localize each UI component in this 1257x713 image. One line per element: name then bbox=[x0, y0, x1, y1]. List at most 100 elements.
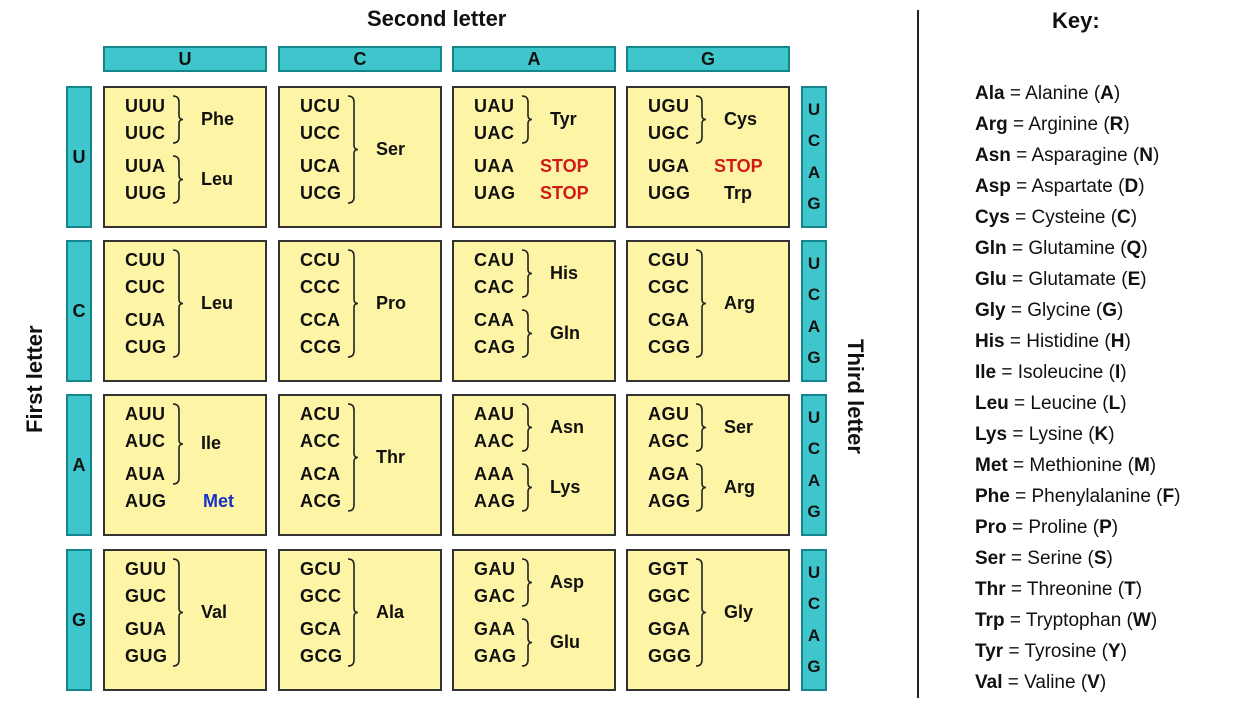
codon: GGC bbox=[648, 586, 691, 606]
amino-acid-label: Arg bbox=[724, 476, 755, 497]
key-item: Cys = Cysteine (C) bbox=[975, 202, 1180, 233]
second-letter-header-a: A bbox=[452, 46, 616, 72]
key-close: ) bbox=[1124, 331, 1131, 352]
codon: GAG bbox=[474, 646, 517, 666]
third-letter-g: G bbox=[807, 657, 821, 677]
key-abbr: Cys bbox=[975, 207, 1010, 228]
key-close: ) bbox=[1099, 672, 1107, 693]
codon: UAC bbox=[474, 123, 515, 143]
codon: UAU bbox=[474, 96, 515, 116]
brace bbox=[521, 463, 533, 512]
third-letter-c: C bbox=[807, 594, 821, 614]
key-abbr: Val bbox=[975, 672, 1003, 693]
brace-layer bbox=[172, 249, 184, 358]
codon: UUC bbox=[125, 123, 166, 143]
brace bbox=[521, 249, 533, 298]
brace bbox=[172, 95, 184, 144]
codon: GCC bbox=[300, 586, 342, 606]
third-letter-u: U bbox=[807, 99, 821, 119]
amino-acid-label: Thr bbox=[376, 446, 405, 467]
key-abbr: Arg bbox=[975, 114, 1008, 135]
codon: CCG bbox=[300, 337, 342, 357]
codon: ACG bbox=[300, 491, 342, 511]
second-letter-header-c: C bbox=[278, 46, 442, 72]
key-code: I bbox=[1114, 362, 1121, 383]
key-code: M bbox=[1133, 455, 1150, 476]
key-name: = Glycine ( bbox=[1005, 300, 1103, 321]
key-close: ) bbox=[1149, 455, 1157, 476]
key-item: Met = Methionine (M) bbox=[975, 450, 1180, 481]
codon: GUA bbox=[125, 619, 167, 639]
third-letter-a: A bbox=[807, 625, 821, 645]
key-abbr: Phe bbox=[975, 486, 1010, 507]
key-code: W bbox=[1132, 610, 1151, 631]
key-item: Ser = Serine (S) bbox=[975, 543, 1180, 574]
amino-acid-label: Tyr bbox=[550, 108, 577, 129]
brace bbox=[521, 95, 533, 144]
codon: GAC bbox=[474, 586, 516, 606]
key-abbr: Ser bbox=[975, 548, 1006, 569]
codon: UCA bbox=[300, 156, 341, 176]
key-code: G bbox=[1102, 300, 1118, 321]
brace bbox=[521, 309, 533, 358]
first-letter-header-u: U bbox=[66, 86, 92, 228]
codon: CCA bbox=[300, 310, 341, 330]
brace bbox=[172, 249, 184, 358]
key-code: Y bbox=[1107, 641, 1121, 662]
key-code: N bbox=[1139, 145, 1153, 166]
key-abbr: Met bbox=[975, 455, 1008, 476]
codon: GAU bbox=[474, 559, 516, 579]
key-close: ) bbox=[1130, 207, 1138, 228]
brace bbox=[695, 95, 707, 144]
brace bbox=[347, 403, 359, 512]
codon: UCC bbox=[300, 123, 341, 143]
codon: ACU bbox=[300, 404, 341, 424]
first-letter-header-g: G bbox=[66, 549, 92, 691]
third-letter-a: A bbox=[807, 470, 821, 490]
first-letter-header-a: A bbox=[66, 394, 92, 536]
third-letter-u: U bbox=[807, 407, 821, 427]
brace bbox=[695, 463, 707, 512]
brace bbox=[347, 249, 359, 358]
brace-layer bbox=[521, 95, 533, 144]
amino-acid-label: Gln bbox=[550, 322, 580, 343]
amino-acid-label: Ser bbox=[376, 138, 406, 159]
key-name: = Leucine ( bbox=[1008, 393, 1109, 414]
brace-layer bbox=[347, 95, 359, 204]
stop-label: STOP bbox=[540, 183, 589, 203]
key-item: Val = Valine (V) bbox=[975, 667, 1180, 698]
key-close: ) bbox=[1108, 424, 1115, 445]
key-close: ) bbox=[1120, 641, 1127, 662]
brace-layer bbox=[347, 403, 359, 512]
codon: GGA bbox=[648, 619, 691, 639]
third-letter-g: G bbox=[807, 194, 821, 214]
key-name: = Glutamine ( bbox=[1006, 238, 1127, 259]
codon: GGT bbox=[648, 559, 689, 579]
key-abbr: Thr bbox=[975, 579, 1006, 600]
key-close: ) bbox=[1123, 114, 1130, 135]
codon: CAU bbox=[474, 250, 515, 270]
key-close: ) bbox=[1117, 300, 1124, 321]
brace bbox=[347, 95, 359, 204]
third-letter-a: A bbox=[807, 316, 821, 336]
divider bbox=[917, 10, 919, 698]
key-item: Asp = Aspartate (D) bbox=[975, 171, 1180, 202]
key-close: ) bbox=[1174, 486, 1181, 507]
key-name: = Tryptophan ( bbox=[1004, 610, 1133, 631]
codon: CGG bbox=[648, 337, 691, 357]
codon: GGG bbox=[648, 646, 692, 666]
key-name: = Threonine ( bbox=[1005, 579, 1125, 600]
key-name: = Arginine ( bbox=[1007, 114, 1110, 135]
amino-acid-label: Arg bbox=[724, 292, 755, 313]
codon: UUU bbox=[125, 96, 166, 116]
codon: CCU bbox=[300, 250, 341, 270]
key-close: ) bbox=[1135, 579, 1143, 600]
